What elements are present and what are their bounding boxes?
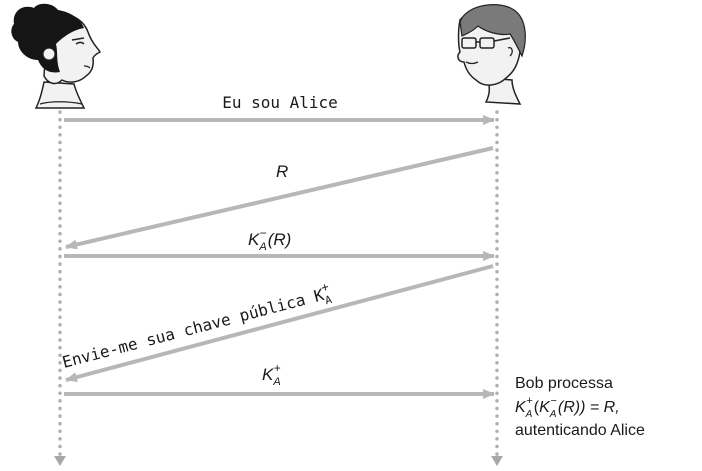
- alice-portrait-icon: [11, 4, 100, 108]
- message-label-eu-sou-alice: Eu sou Alice: [222, 93, 338, 112]
- message-label-public-key-request: Envie-me sua chave pública KA+: [59, 279, 334, 375]
- alice-lifeline-arrowhead: [54, 456, 66, 466]
- bob-note-formula: KA+(KA−(R)) = R,: [515, 395, 620, 420]
- message-label-ka-plus: KA+: [262, 361, 281, 388]
- bob-portrait-icon: [458, 5, 525, 104]
- message-label-r: R: [276, 162, 288, 181]
- bob-note-line1: Bob processa: [515, 375, 613, 392]
- bob-note-line3: autenticando Alice: [515, 422, 645, 439]
- bob-lifeline-arrowhead: [491, 456, 503, 466]
- message-label-ka-minus-r: KA−(R): [248, 226, 291, 253]
